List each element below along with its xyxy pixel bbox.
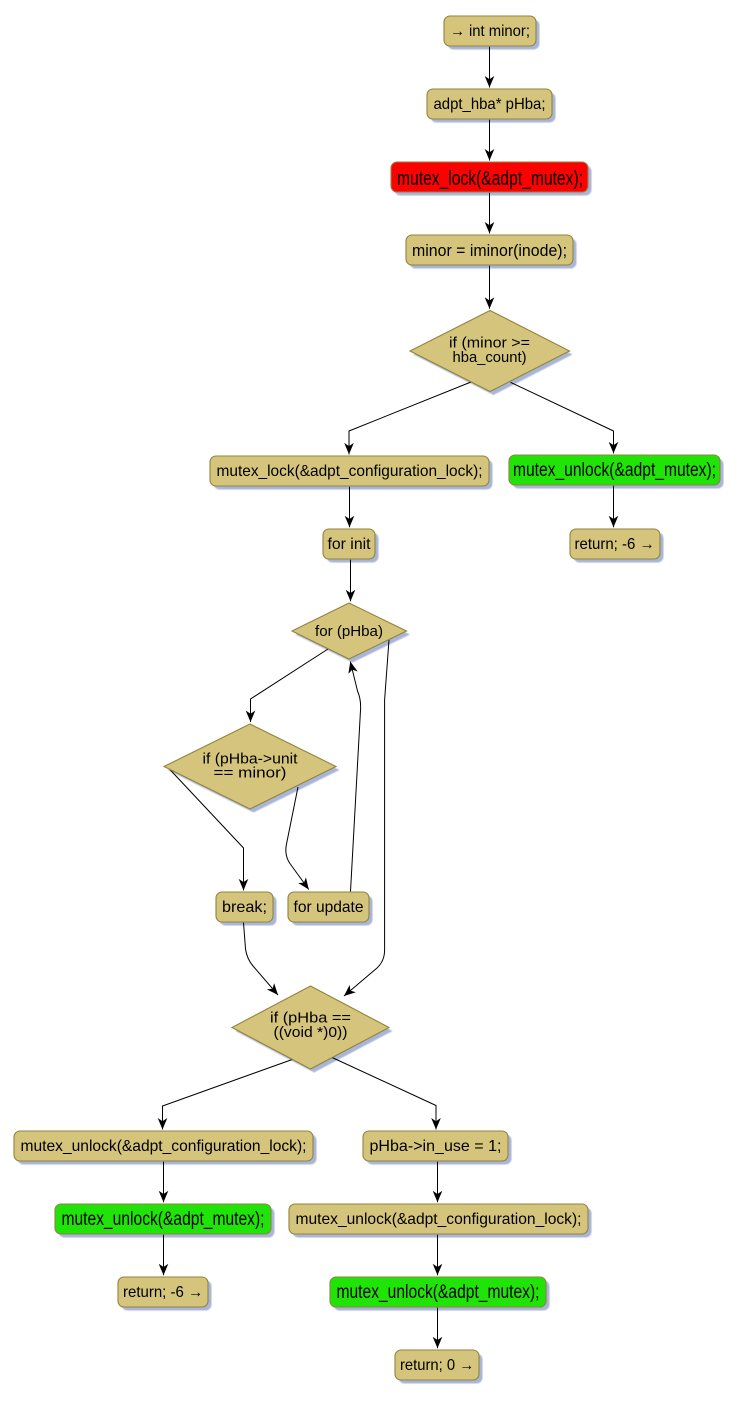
svg-text:minor = iminor(inode);: minor = iminor(inode); xyxy=(412,241,567,260)
svg-text:for init: for init xyxy=(328,536,372,553)
svg-text:mutex_unlock(&adpt_configurati: mutex_unlock(&adpt_configuration_lock); xyxy=(296,1211,582,1228)
svg-text:→ int minor;: → int minor; xyxy=(450,23,530,40)
svg-text:adpt_hba* pHba;: adpt_hba* pHba; xyxy=(434,96,546,113)
svg-text:mutex_lock(&adpt_mutex);: mutex_lock(&adpt_mutex); xyxy=(397,168,583,190)
svg-text:if (pHba ==: if (pHba == xyxy=(270,1010,351,1027)
svg-text:mutex_unlock(&adpt_configurati: mutex_unlock(&adpt_configuration_lock); xyxy=(21,1138,307,1155)
svg-text:mutex_unlock(&adpt_mutex);: mutex_unlock(&adpt_mutex); xyxy=(337,1282,540,1303)
svg-text:if (pHba->unit: if (pHba->unit xyxy=(203,750,299,767)
svg-text:((void *)0)): ((void *)0)) xyxy=(274,1024,348,1041)
svg-text:mutex_unlock(&adpt_mutex);: mutex_unlock(&adpt_mutex); xyxy=(62,1209,265,1230)
svg-text:break;: break; xyxy=(222,899,267,916)
svg-text:if (minor >=: if (minor >= xyxy=(449,335,530,352)
svg-text:mutex_lock(&adpt_configuration: mutex_lock(&adpt_configuration_lock); xyxy=(217,463,483,480)
svg-text:mutex_unlock(&adpt_mutex);: mutex_unlock(&adpt_mutex); xyxy=(513,460,716,481)
svg-text:return; -6 →: return; -6 → xyxy=(123,1284,203,1301)
svg-text:== minor): == minor) xyxy=(214,765,287,782)
svg-text:for update: for update xyxy=(294,899,364,916)
svg-text:hba_count): hba_count) xyxy=(453,349,527,366)
svg-text:return; 0 →: return; 0 → xyxy=(400,1357,474,1374)
svg-text:for (pHba): for (pHba) xyxy=(315,623,383,640)
svg-text:pHba->in_use = 1;: pHba->in_use = 1; xyxy=(370,1138,502,1155)
svg-text:return; -6 →: return; -6 → xyxy=(575,536,655,553)
